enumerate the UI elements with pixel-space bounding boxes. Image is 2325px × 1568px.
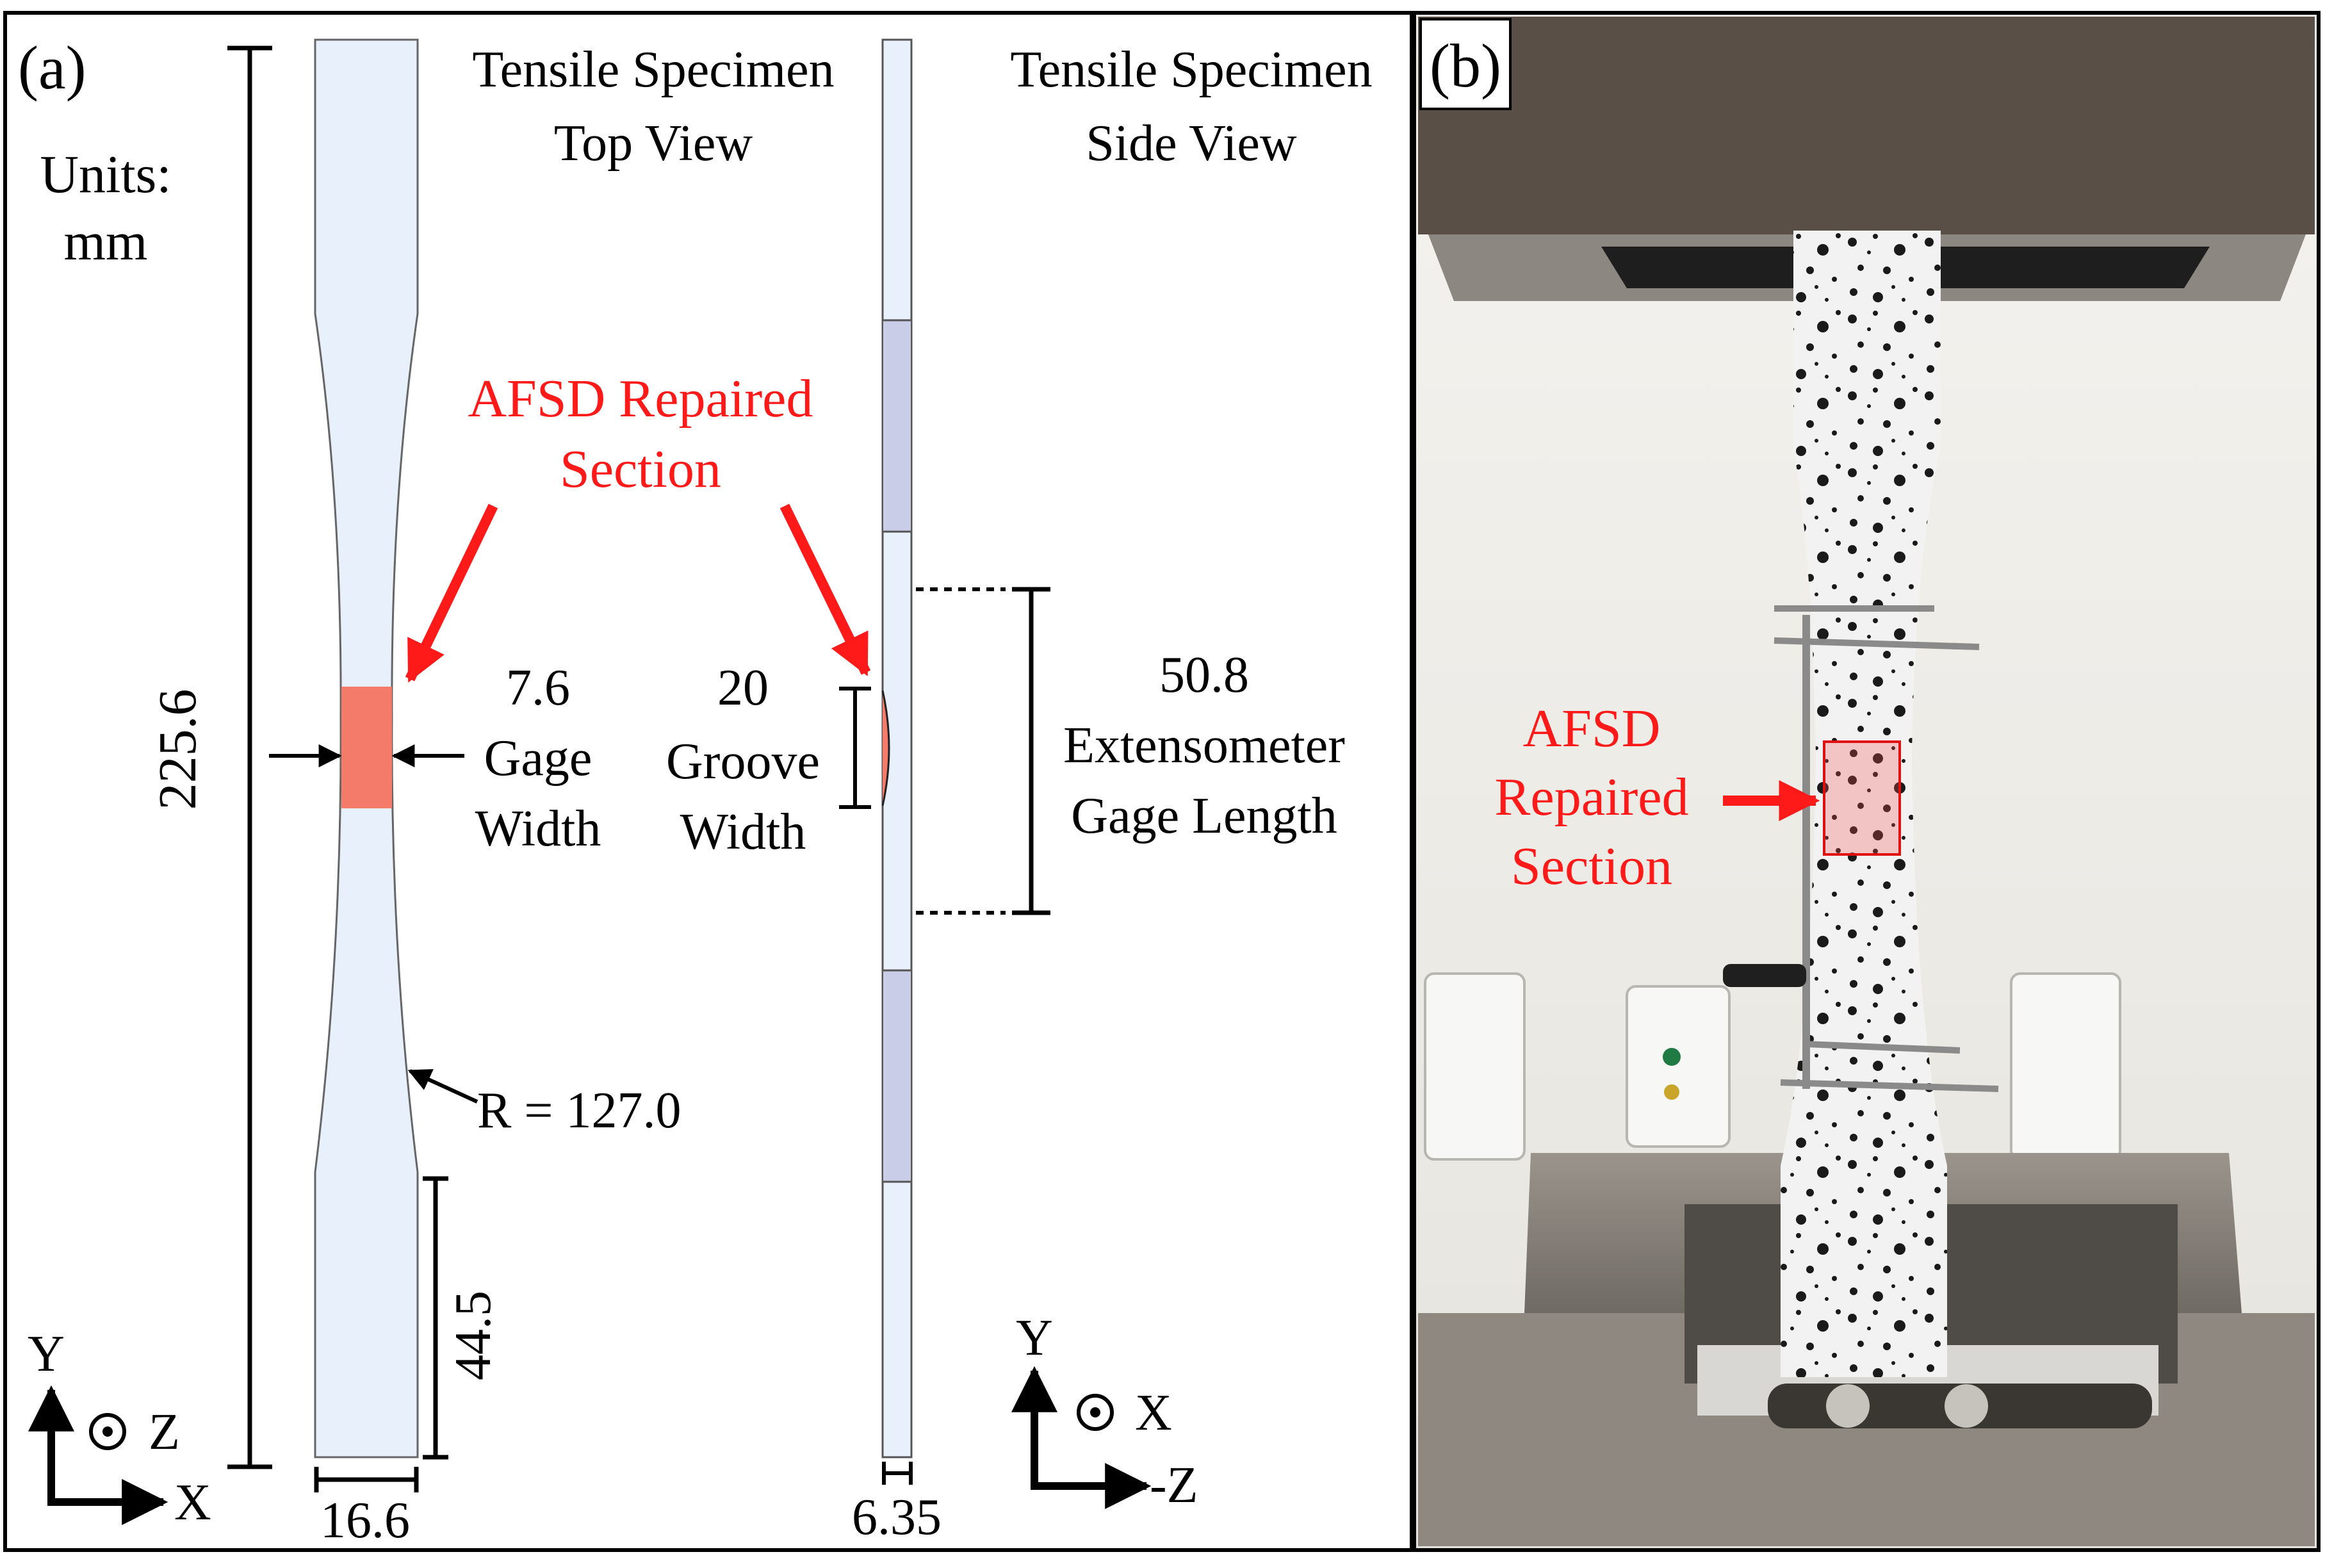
thickness-dimension	[882, 1462, 913, 1485]
groove-width-value: 20	[717, 660, 769, 716]
axis-side-x: X	[1135, 1385, 1172, 1441]
radius-label: R = 127.0	[477, 1082, 681, 1139]
axis-top-x: X	[174, 1474, 211, 1531]
photo-callout-2: Repaired	[1494, 767, 1688, 827]
panel-a-label: (a)	[18, 33, 86, 102]
extensometer-value: 50.8	[1159, 647, 1249, 703]
callout-arrow-side	[779, 503, 871, 676]
groove-side-view	[881, 690, 890, 806]
top-view-title-1: Tensile Specimen	[472, 42, 834, 98]
photo-callout-3: Section	[1511, 837, 1672, 896]
grip-width-label: 16.6	[320, 1492, 410, 1549]
grip-width-dimension	[314, 1467, 419, 1492]
total-length-label: 225.6	[148, 689, 208, 810]
groove-width-dimension	[839, 687, 871, 809]
gage-width-label-1: Gage	[484, 730, 592, 787]
groove-width-label-2: Width	[680, 804, 806, 860]
callout-repaired-2: Section	[560, 439, 721, 499]
side-view-title-1: Tensile Specimen	[1010, 42, 1372, 98]
repaired-section-top-view	[341, 687, 392, 808]
grip-length-dimension	[423, 1176, 448, 1460]
total-length-dimension	[227, 45, 272, 1469]
side-view-grip-shade-top	[883, 320, 911, 532]
radius-arrow	[407, 1069, 478, 1104]
extensometer-label-1: Extensometer	[1063, 717, 1345, 774]
callout-arrow-top	[405, 503, 498, 683]
side-view-title-2: Side View	[1086, 115, 1296, 172]
axes-triad-top-view	[28, 1385, 168, 1525]
axis-top-z: Z	[149, 1404, 180, 1460]
panel-b-label: (b)	[1430, 31, 1501, 100]
panel-b-label-box	[1419, 18, 1512, 110]
units-value: mm	[64, 212, 148, 272]
top-view-title-2: Top View	[554, 115, 753, 172]
gage-width-label-2: Width	[475, 801, 601, 857]
extensometer-dimension	[916, 587, 1050, 915]
extensometer-label-2: Gage Length	[1071, 788, 1337, 844]
grip-length-label: 44.5	[445, 1291, 502, 1380]
side-view-grip-shade-bottom	[883, 970, 911, 1182]
axis-side-y: Y	[1016, 1310, 1053, 1366]
axis-top-y: Y	[28, 1326, 65, 1382]
units-label: Units:	[40, 145, 171, 204]
panel-b-photo	[1412, 11, 2321, 1552]
axis-side-neg-z: -Z	[1150, 1457, 1198, 1514]
gage-width-value: 7.6	[506, 660, 570, 716]
groove-width-label-1: Groove	[666, 733, 820, 790]
callout-repaired-1: AFSD Repaired	[468, 369, 813, 429]
panel-a-frame	[3, 11, 1414, 1552]
photo-callout-1: AFSD	[1523, 699, 1661, 758]
axes-triad-side-view	[1011, 1366, 1152, 1509]
thickness-label: 6.35	[852, 1489, 942, 1546]
